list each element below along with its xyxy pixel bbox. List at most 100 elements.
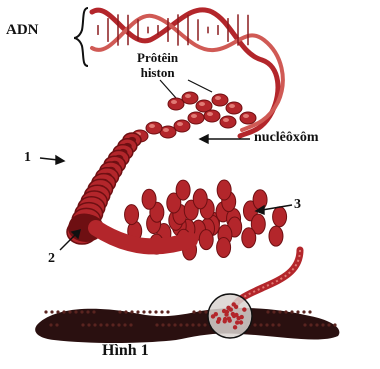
chromosome-grain-dot (55, 323, 58, 326)
magnified-dot (242, 307, 246, 311)
bead-highlight (207, 112, 213, 116)
chromosome-grain-dot (99, 323, 102, 326)
chromosome-grain-dot (309, 323, 312, 326)
chromosome-grain-dot (277, 323, 280, 326)
chromosome-grain-dot (86, 310, 89, 313)
bead-highlight (215, 96, 221, 100)
chromosome-grain-dot (161, 323, 164, 326)
chromosome-grain-dot (302, 310, 305, 313)
magnified-dot (232, 302, 236, 306)
chromosome-grain-dot (136, 310, 139, 313)
magnified-dot (239, 320, 243, 324)
chromosome-grain-dot (111, 323, 114, 326)
nucleosome-bead (174, 120, 190, 132)
chromosome-grain-dot (327, 323, 330, 326)
coil-segment (125, 205, 139, 225)
chromosome-grain-dot (155, 323, 158, 326)
label-histone-protein: Prôtêin histon (137, 50, 178, 80)
chromosome-grain-dot (123, 323, 126, 326)
nucleosome-bead (146, 122, 162, 134)
nucleosome-beads (132, 92, 256, 142)
coil-segment (269, 226, 283, 246)
magnified-dot (231, 312, 235, 316)
chromosome-grain-dot (62, 310, 65, 313)
magnified-dot (216, 320, 220, 324)
bead-highlight (223, 118, 229, 122)
chromosome-grain-dot (321, 323, 324, 326)
magnified-dot (239, 315, 243, 319)
magnified-dot (211, 314, 215, 318)
nucleosome-bead (212, 94, 228, 106)
chromosome-grain-dot (284, 310, 287, 313)
metaphase-chromosome (35, 294, 339, 343)
bead-highlight (243, 114, 249, 118)
chromosome-grain-dot (49, 323, 52, 326)
nucleosome-bead (226, 102, 242, 114)
figure-caption: Hình 1 (102, 342, 149, 360)
chromosome-grain-dot (266, 310, 269, 313)
bead-highlight (191, 114, 197, 118)
nucleosome-arrow-head (200, 135, 208, 143)
chromosome-grain-dot (124, 310, 127, 313)
chromosome-grain-dot (117, 323, 120, 326)
chromosome-grain-dot (92, 310, 95, 313)
label-protein-line2: histon (137, 65, 178, 80)
chromosome-grain-dot (87, 323, 90, 326)
chromosome-grain-dot (278, 310, 281, 313)
bead-highlight (177, 122, 183, 126)
coil-segment (273, 207, 287, 227)
magnified-dot (233, 325, 237, 329)
coil-segment (242, 228, 256, 248)
bead-highlight (199, 102, 205, 106)
bead-highlight (185, 94, 191, 98)
chromosome-grain-dot (154, 310, 157, 313)
nucleosome-bead (168, 98, 184, 110)
nucleosome-bead (188, 112, 204, 124)
chromosome-grain-dot (80, 310, 83, 313)
magnified-dot (222, 309, 226, 313)
bead-highlight (229, 104, 235, 108)
adn-brace (74, 8, 88, 66)
chromosome-grain-dot (290, 310, 293, 313)
label-adn: ADN (6, 22, 39, 39)
label-3: 3 (294, 197, 301, 213)
coil-segment (253, 190, 267, 210)
label-nucleosome: nuclêôxôm (254, 130, 319, 146)
chromosome-grain-dot (265, 323, 268, 326)
coil-segment (217, 180, 231, 200)
histone-pointer-left (160, 80, 176, 98)
chromosome-grain-dot (81, 323, 84, 326)
chromosome-grain-dot (271, 323, 274, 326)
chromosome-grain-dot (167, 323, 170, 326)
chromosome-grain-dot (179, 323, 182, 326)
chromosome-grain-dot (166, 310, 169, 313)
chromosome-grain-dot (142, 310, 145, 313)
chromosome-grain-dot (253, 323, 256, 326)
chromosome-grain-dot (333, 323, 336, 326)
bead-highlight (163, 128, 169, 132)
histone-pointer-right (188, 80, 212, 92)
chromosome-grain-dot (173, 323, 176, 326)
label-1-arrow-head (56, 156, 64, 164)
label-2: 2 (48, 251, 55, 267)
chromosome-grain-dot (74, 310, 77, 313)
chromosome-grain-dot (68, 310, 71, 313)
nucleosome-bead (240, 112, 256, 124)
chromosome-grain-dot (129, 323, 132, 326)
magnified-dot (227, 318, 231, 322)
coil-segment (176, 180, 190, 200)
chromosome-grain-dot (56, 310, 59, 313)
chromosome-grain-dot (296, 310, 299, 313)
coil-segment (142, 189, 156, 209)
label-protein-line1: Prôtêin (137, 50, 178, 65)
chromosome-grain-dot (197, 323, 200, 326)
nucleosome-bead (204, 110, 220, 122)
chromosome-grain-dot (44, 310, 47, 313)
chromosome-grain-dot (130, 310, 133, 313)
nucleosome-bead (220, 116, 236, 128)
coil-segment (199, 230, 213, 250)
chromosome-grain-dot (272, 310, 275, 313)
chromosome-grain-dot (192, 310, 195, 313)
